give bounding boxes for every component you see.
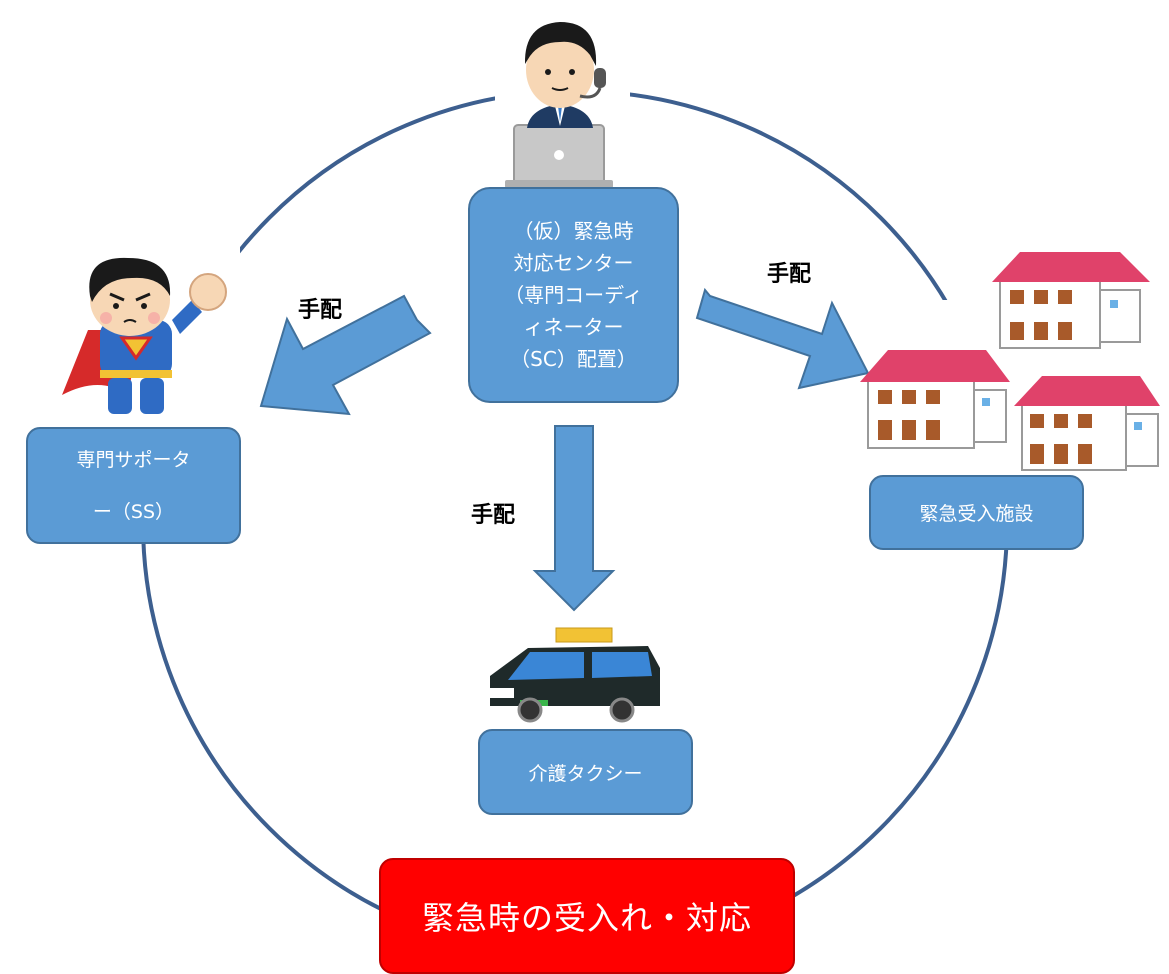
center-line-5: （SC）配置） [510,347,637,371]
emergency-center-box: （仮）緊急時 対応センター （専門コーディ ィネーター （SC）配置） [468,187,679,403]
arrow-to-facility [695,287,870,390]
arrange-label-left: 手配 [298,298,343,323]
houses-icon [860,252,1160,471]
ss-line-1: 専門サポータ [76,448,191,471]
center-line-3: （専門コーディ [504,283,643,307]
facility-label: 緊急受入施設 [919,503,1034,525]
taxi-label: 介護タクシー [528,762,643,785]
superhero-icon [62,257,227,414]
ss-line-2: ー（SS） [92,500,175,523]
emergency-label: 緊急時の受入れ・対応 [421,899,752,937]
arrange-label-center: 手配 [471,503,516,528]
emergency-response-box: 緊急時の受入れ・対応 [379,858,795,974]
operator-icon [505,22,613,188]
special-supporter-box: 専門サポータ ー（SS） [26,427,241,544]
arrow-to-taxi [532,425,616,612]
care-taxi-box: 介護タクシー [478,729,693,815]
center-line-2: 対応センター [513,251,634,275]
center-line-1: （仮）緊急時 [513,219,634,243]
arrange-label-right: 手配 [767,262,812,287]
taxi-icon [490,627,660,723]
center-line-4: ィネーター [523,315,624,339]
arrow-to-supporter [259,294,432,416]
emergency-facility-box: 緊急受入施設 [869,475,1084,550]
